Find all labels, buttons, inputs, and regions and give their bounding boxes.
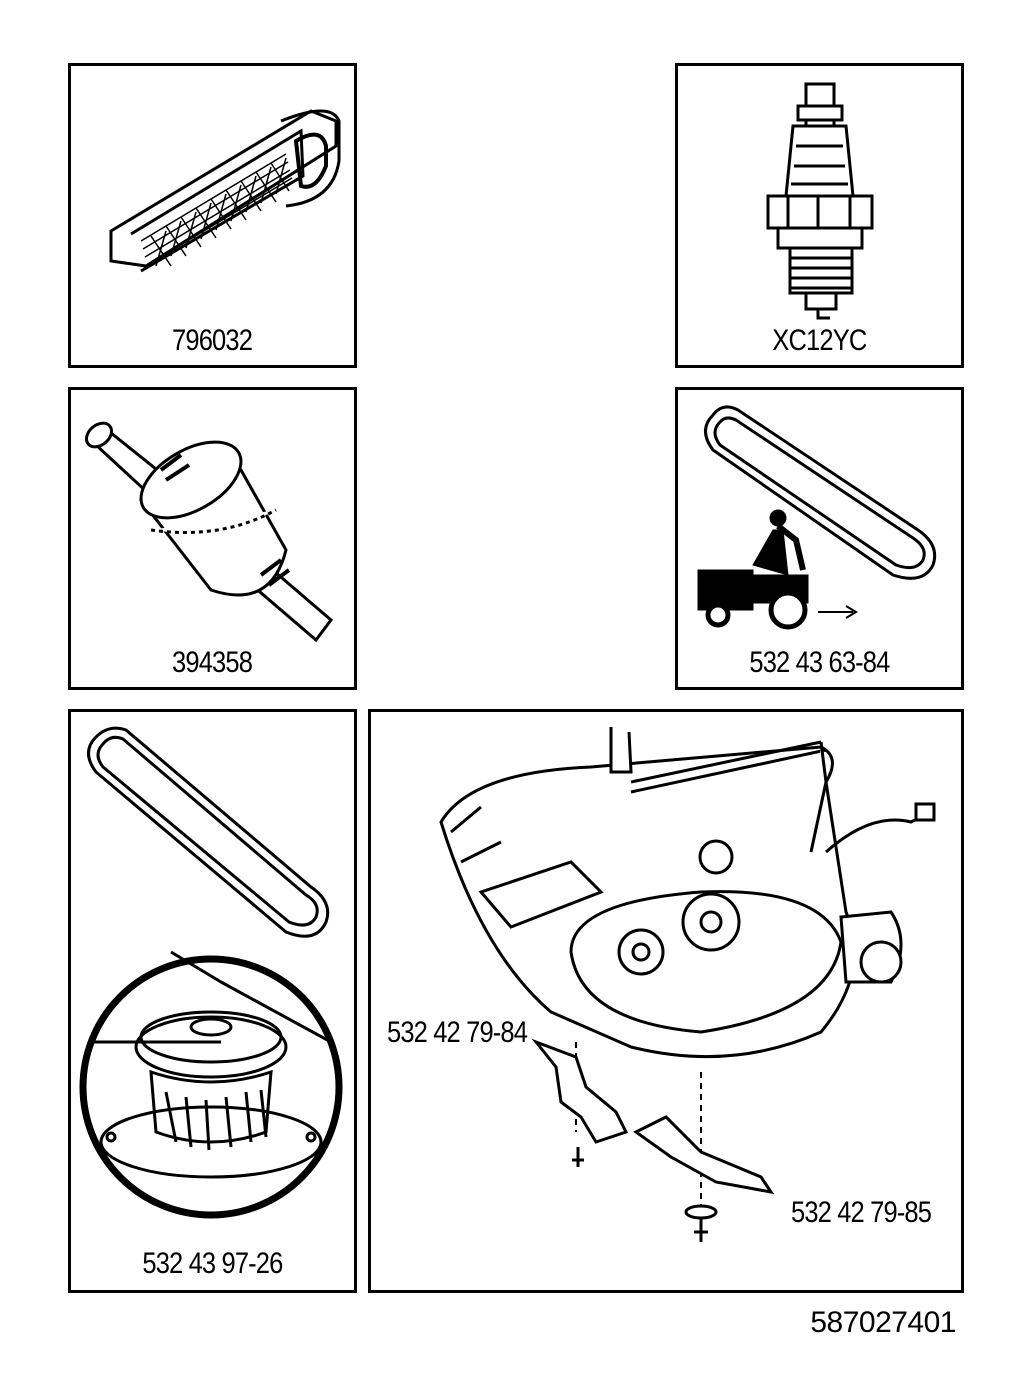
drive-belt-part-number: 532 43 63-84 — [749, 646, 890, 679]
mower-deck-icon — [439, 727, 936, 1242]
fuel-filter-part-number: 394358 — [172, 646, 253, 679]
deck-belt-pulley-icon — [79, 726, 343, 1219]
spark-plug-part-number: XC12YC — [772, 324, 867, 357]
drive-belt-panel: 532 43 63-84 — [675, 387, 964, 690]
blade-left-part-number: 532 42 79-84 — [387, 1016, 528, 1049]
drive-belt-tractor-icon — [697, 405, 937, 630]
document-number: 587027401 — [810, 1306, 956, 1339]
air-filter-part-number: 796032 — [172, 324, 253, 357]
spark-plug-panel: XC12YC — [675, 63, 964, 368]
deck-belt-part-number: 532 43 97-26 — [142, 1247, 283, 1280]
blade-right-part-number: 532 42 79-85 — [791, 1196, 932, 1229]
mower-deck-panel: 532 42 79-84 532 42 79-85 — [368, 709, 964, 1293]
fuel-filter-panel: 394358 — [68, 387, 357, 690]
spark-plug-icon — [766, 82, 874, 320]
deck-belt-panel: 532 43 97-26 — [68, 709, 357, 1293]
fuel-filter-icon — [84, 421, 334, 643]
air-filter-icon — [109, 109, 341, 273]
air-filter-panel: 796032 — [68, 63, 357, 368]
